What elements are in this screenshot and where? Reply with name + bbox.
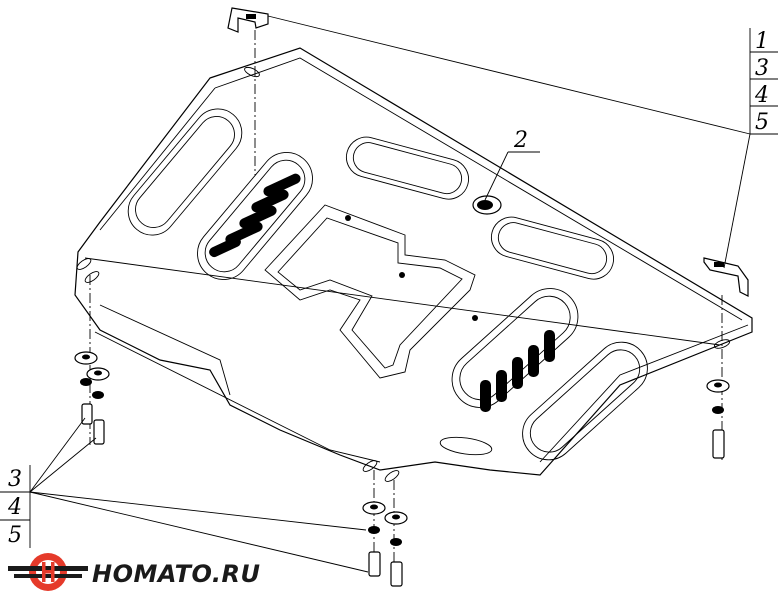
callout-table-right: 1 3 4 5 (749, 28, 778, 135)
brand-name: HOMATO.RU (92, 560, 260, 588)
vent-slots-right (480, 330, 555, 412)
label-3: 3 (755, 56, 769, 81)
label-5: 5 (755, 110, 769, 135)
fasteners-right (706, 379, 730, 459)
bracket-right (703, 257, 749, 297)
stamped-ribs (127, 108, 648, 461)
label-1: 1 (755, 29, 769, 54)
label-4: 4 (754, 83, 769, 108)
fasteners-left (74, 351, 110, 445)
fasteners-bottom (362, 501, 408, 587)
label-left-3: 3 (8, 467, 22, 492)
drain-plug (472, 195, 502, 215)
skid-plate (74, 47, 753, 476)
vent-slots-left (209, 173, 301, 258)
label-2: 2 (513, 128, 528, 153)
brand-logo: HOMATO.RU (8, 553, 260, 591)
mounting-holes (76, 66, 731, 482)
label-left-5: 5 (8, 523, 22, 548)
brand-emblem-icon (8, 553, 88, 591)
label-left-4: 4 (7, 495, 22, 520)
leader-lines (29, 15, 778, 573)
bracket-top (227, 7, 269, 33)
callout-table-left: 3 4 5 (0, 465, 31, 548)
